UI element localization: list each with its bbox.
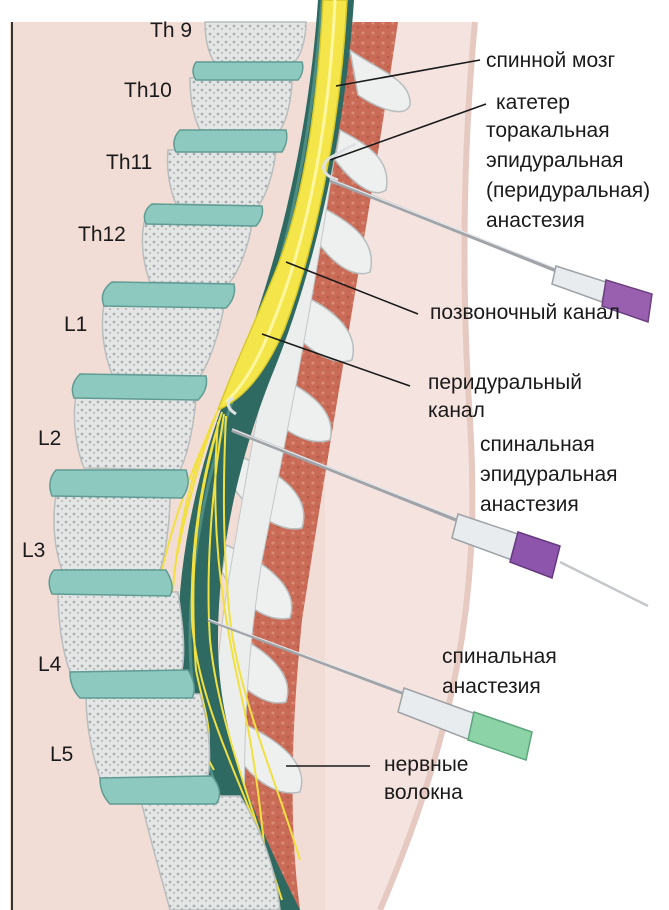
disc-th10-th11 — [174, 130, 287, 152]
vertebra-label-th10: Th10 — [124, 78, 172, 104]
vertebra-body-l2 — [74, 396, 196, 470]
vertebra-label-th12: Th12 — [78, 222, 126, 248]
vertebra-body-th9 — [205, 22, 306, 62]
vertebra-body-l5 — [86, 694, 210, 778]
label-peridural-canal-line1: перидуральный — [428, 370, 582, 396]
label-nerve-fibers-line2: волокна — [384, 780, 463, 806]
vertebra-body-th10 — [190, 78, 292, 130]
vertebra-body-l1 — [102, 304, 224, 376]
disc-l2-l3 — [50, 470, 188, 498]
vertebra-label-l5: L5 — [50, 742, 73, 768]
disc-l5-s1 — [100, 776, 219, 804]
label-spinal-anesthesia-line1: спинальная — [442, 644, 557, 670]
disc-l1-l2 — [72, 374, 206, 400]
label-thoracic-epidural-line1: торакальная — [486, 118, 610, 144]
vertebra-label-l1: L1 — [64, 312, 87, 338]
vertebra-body-th12 — [142, 222, 252, 284]
label-spinal-epidural-line2: эпидуральная — [480, 462, 618, 488]
label-spinal-canal: позвоночный канал — [430, 300, 620, 326]
label-thoracic-epidural-line3: (перидуральная) — [486, 178, 650, 204]
vertebra-label-l2: L2 — [38, 426, 61, 452]
vertebra-body-l3 — [54, 494, 170, 570]
label-spinal-anesthesia-line2: анастезия — [442, 674, 541, 700]
vertebra-label-l3: L3 — [22, 538, 45, 564]
label-thoracic-epidural-line2: эпидуральная — [486, 148, 624, 174]
label-spinal-epidural-line1: спинальная — [480, 432, 595, 458]
label-spinal-cord: спинной мозг — [486, 48, 615, 74]
disc-th11-th12 — [144, 204, 262, 226]
vertebra-body-l4 — [58, 592, 184, 672]
vertebra-body-th11 — [167, 150, 276, 206]
label-catheter: катетер — [496, 90, 570, 116]
disc-th12-l1 — [102, 282, 234, 308]
disc-l4-l5 — [70, 670, 194, 698]
label-nerve-fibers-line1: нервные — [384, 752, 468, 778]
disc-th9-th10 — [193, 62, 303, 80]
vertebra-label-l4: L4 — [38, 652, 61, 678]
disc-l3-l4 — [49, 570, 172, 596]
label-peridural-canal-line2: канал — [428, 398, 485, 424]
vertebra-label-th11: Th11 — [106, 150, 152, 176]
label-thoracic-epidural-line4: анастезия — [486, 208, 585, 234]
vertebra-label-th9: Th 9 — [150, 18, 192, 44]
label-spinal-epidural-line3: анастезия — [480, 492, 579, 518]
